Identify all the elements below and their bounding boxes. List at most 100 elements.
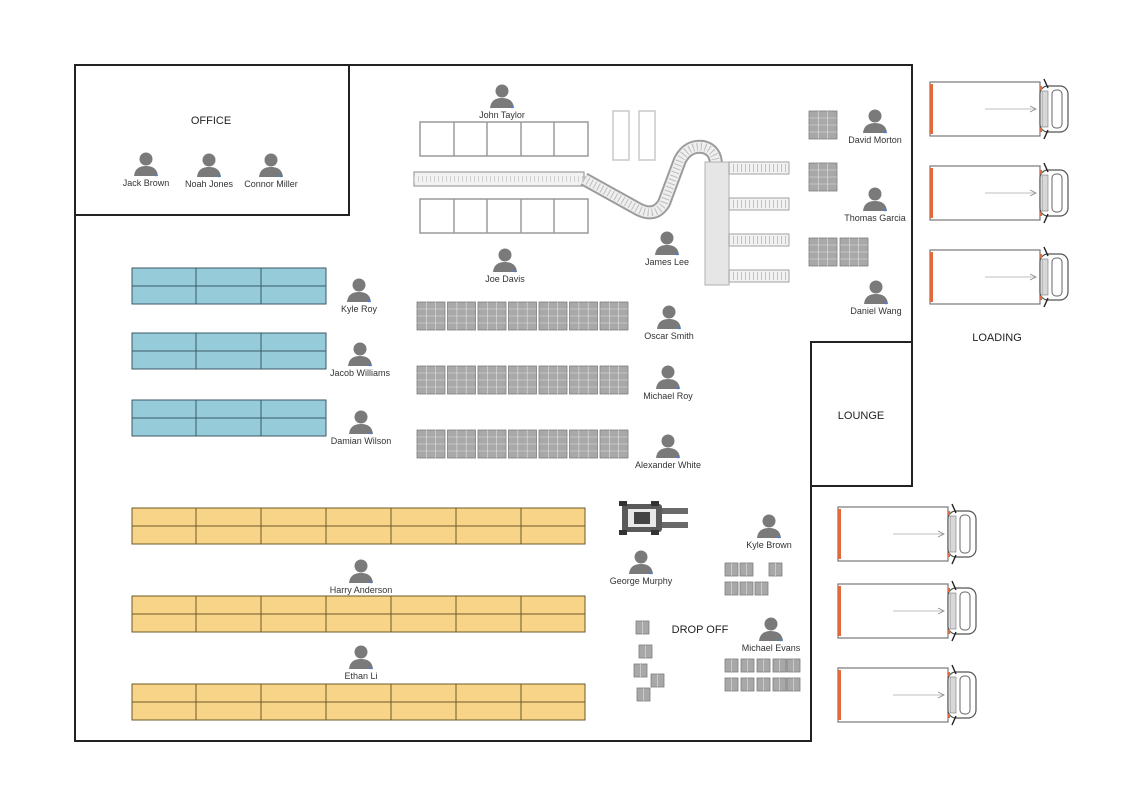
person-icon xyxy=(493,248,517,273)
pallet xyxy=(772,658,787,673)
person: Kyle Brown xyxy=(746,514,792,550)
pallet xyxy=(538,365,568,395)
pallet xyxy=(416,365,446,395)
person: Michael Evans xyxy=(742,617,801,653)
person-name: Daniel Wang xyxy=(850,306,901,316)
person-icon xyxy=(657,305,681,330)
person-name: Jacob Williams xyxy=(330,368,391,378)
pallet xyxy=(569,365,598,395)
conveyor xyxy=(413,139,790,286)
person: Connor Miller xyxy=(244,153,298,189)
pallet xyxy=(739,581,754,596)
pallet xyxy=(635,620,650,635)
walls xyxy=(74,64,913,742)
pallet xyxy=(477,429,507,459)
person-icon xyxy=(759,617,783,642)
person: Harry Anderson xyxy=(330,559,393,595)
pallet xyxy=(786,677,801,692)
pallet xyxy=(508,365,537,395)
person: Daniel Wang xyxy=(850,280,902,316)
drop-off-label: DROP OFF xyxy=(672,624,729,636)
pallet xyxy=(754,581,769,596)
work-tables xyxy=(419,110,656,234)
pallet xyxy=(569,429,598,459)
person-icon xyxy=(197,153,221,178)
pallet xyxy=(447,365,476,395)
pallet xyxy=(508,301,537,331)
person-name: Damian Wilson xyxy=(331,436,392,446)
person-icon xyxy=(863,187,887,212)
pallet xyxy=(756,658,771,673)
person-icon xyxy=(348,342,372,367)
person-name: Michael Roy xyxy=(643,391,693,401)
loading-label: LOADING xyxy=(972,332,1022,344)
narrow-rack xyxy=(612,110,630,161)
truck-icon xyxy=(837,580,977,642)
pallet xyxy=(740,658,755,673)
pallet xyxy=(447,429,476,459)
person-name: Connor Miller xyxy=(244,179,298,189)
pallet xyxy=(724,658,739,673)
pallet xyxy=(633,663,648,678)
yellow-rack xyxy=(131,683,586,721)
conveyor-branches xyxy=(728,161,790,283)
pallet xyxy=(636,687,651,702)
person: Jack Brown xyxy=(123,152,170,188)
pallet xyxy=(724,562,739,577)
pallet xyxy=(756,677,771,692)
person-icon xyxy=(347,278,371,303)
table-row-upper xyxy=(419,121,589,157)
pallet xyxy=(808,162,838,192)
person-icon xyxy=(656,365,680,390)
person-name: Noah Jones xyxy=(185,179,234,189)
person-icon xyxy=(757,514,781,539)
table-row-lower xyxy=(419,198,589,234)
pallet xyxy=(538,301,568,331)
person-name: Jack Brown xyxy=(123,178,170,188)
blue-rack xyxy=(131,332,327,370)
pallet xyxy=(808,237,838,267)
pallet xyxy=(416,429,446,459)
pallet-grid xyxy=(416,301,629,459)
drop-off-boxes xyxy=(633,562,801,702)
blue-rack xyxy=(131,399,327,437)
person: Kyle Roy xyxy=(341,278,378,314)
person: Oscar Smith xyxy=(644,305,694,341)
person: James Lee xyxy=(645,231,689,267)
person-icon xyxy=(864,280,888,305)
person-name: Oscar Smith xyxy=(644,331,694,341)
yellow-rack xyxy=(131,595,586,633)
pallet xyxy=(808,110,838,140)
forklift-icon xyxy=(619,501,688,535)
person-icon xyxy=(349,645,373,670)
pallet xyxy=(477,365,507,395)
person: David Morton xyxy=(848,109,902,145)
pallet xyxy=(538,429,568,459)
person-name: Harry Anderson xyxy=(330,585,393,595)
person-name: Kyle Brown xyxy=(746,540,792,550)
pallet xyxy=(569,301,598,331)
pallet xyxy=(599,429,629,459)
trucks xyxy=(837,78,1069,726)
conveyor-junction xyxy=(704,161,730,286)
person-icon xyxy=(259,153,283,178)
pallet xyxy=(839,237,869,267)
pallet xyxy=(786,658,801,673)
pallet xyxy=(739,562,754,577)
pallet xyxy=(599,301,629,331)
person: Joe Davis xyxy=(485,248,525,284)
right-pallets xyxy=(808,110,869,267)
person-icon xyxy=(655,231,679,256)
person-icon xyxy=(656,434,680,459)
person: Ethan Li xyxy=(344,645,378,681)
person: Noah Jones xyxy=(185,153,234,189)
truck-icon xyxy=(837,503,977,565)
blue-rack xyxy=(131,267,327,305)
pallet xyxy=(477,301,507,331)
pallet xyxy=(416,301,446,331)
narrow-rack xyxy=(638,110,656,161)
pallet xyxy=(724,581,739,596)
person: Alexander White xyxy=(635,434,701,470)
pallet xyxy=(638,644,653,659)
